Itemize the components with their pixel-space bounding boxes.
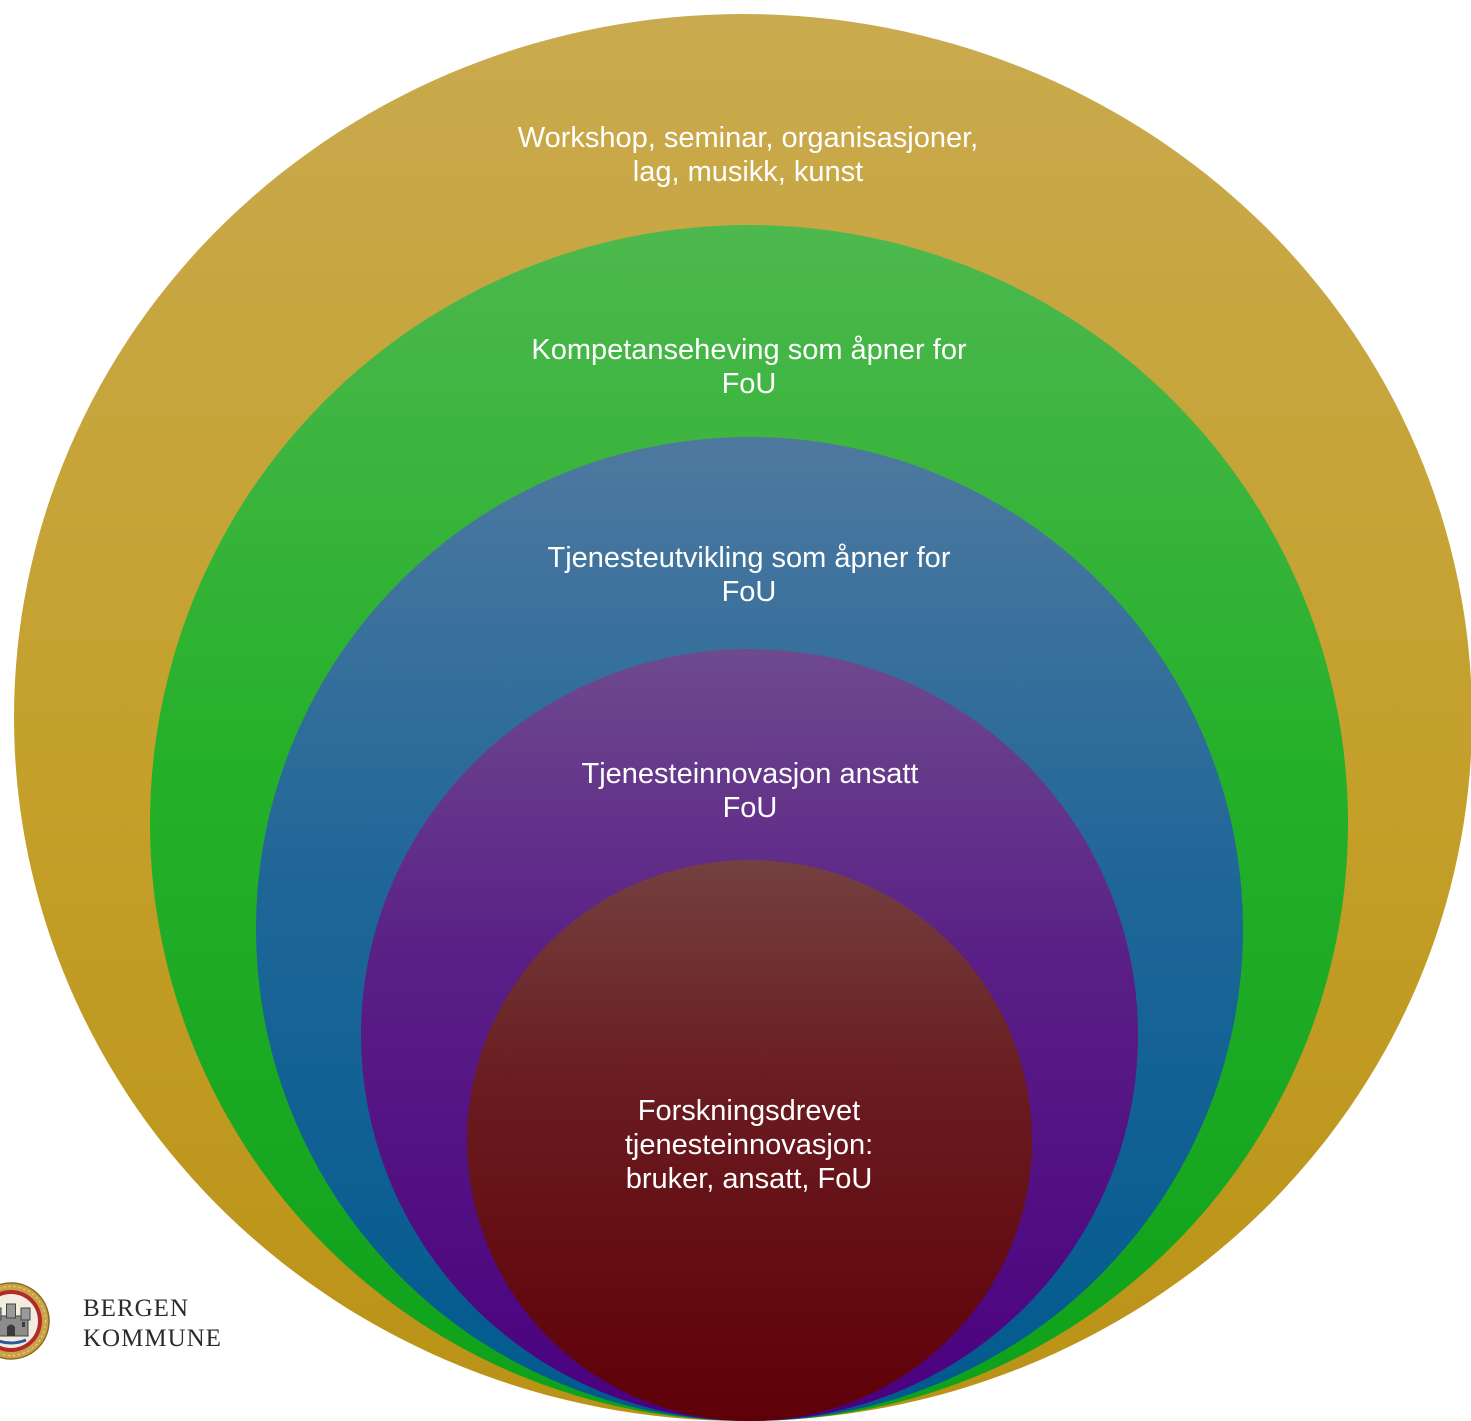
circle-fourth-label-line: Tjenesteinnovasjon ansatt bbox=[581, 758, 919, 790]
circle-outer-label-line: lag, musikk, kunst bbox=[632, 156, 864, 188]
circle-inner-label: Forskningsdrevet tjenesteinnovasjon: bru… bbox=[549, 1094, 949, 1196]
circle-fourth-label: Tjenesteinnovasjon ansatt FoU bbox=[450, 757, 1050, 825]
bergen-kommune-logo: BERGEN KOMMUNE bbox=[0, 1282, 240, 1362]
circle-outer-label: Workshop, seminar, organisasjoner, lag, … bbox=[448, 121, 1048, 189]
circle-outer-label-line: Workshop, seminar, organisasjoner, bbox=[517, 122, 979, 154]
logo-text-line2: KOMMUNE bbox=[83, 1325, 222, 1352]
circle-third-label-line: FoU bbox=[721, 576, 777, 608]
circle-second-label-line: Kompetanseheving som åpner for bbox=[531, 334, 967, 366]
circle-third-label-line: Tjenesteutvikling som åpner for bbox=[547, 542, 951, 574]
logo-text-line1: BERGEN bbox=[83, 1295, 189, 1322]
circle-second-label: Kompetanseheving som åpner for FoU bbox=[449, 333, 1049, 401]
coat-of-arms-seal-icon bbox=[0, 1282, 50, 1360]
circle-inner-label-line: bruker, ansatt, FoU bbox=[625, 1163, 873, 1195]
logo-text: BERGEN KOMMUNE bbox=[83, 1294, 222, 1354]
circle-fourth-label-line: FoU bbox=[722, 792, 778, 824]
circle-second-label-line: FoU bbox=[721, 368, 777, 400]
circle-inner bbox=[467, 860, 1032, 1421]
circle-inner-label-line: Forskningsdrevet bbox=[637, 1095, 861, 1127]
circle-inner-label-line: tjenesteinnovasjon: bbox=[624, 1129, 874, 1161]
circle-third-label: Tjenesteutvikling som åpner for FoU bbox=[449, 541, 1049, 609]
